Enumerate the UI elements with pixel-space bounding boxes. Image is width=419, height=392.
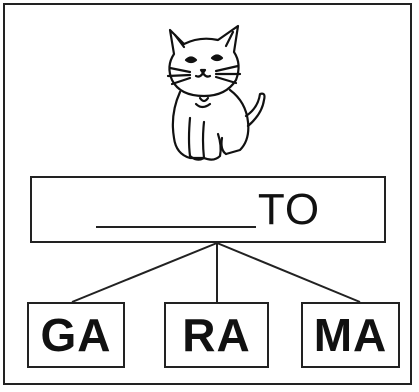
option-ma-button[interactable]: MA	[301, 302, 400, 368]
option-ra-button[interactable]: RA	[164, 302, 269, 368]
word-suffix: TO	[257, 184, 321, 234]
word-box: TO	[30, 176, 386, 243]
answer-blank[interactable]	[95, 186, 256, 234]
option-ga-button[interactable]: GA	[27, 302, 125, 368]
cat-icon	[166, 24, 266, 161]
